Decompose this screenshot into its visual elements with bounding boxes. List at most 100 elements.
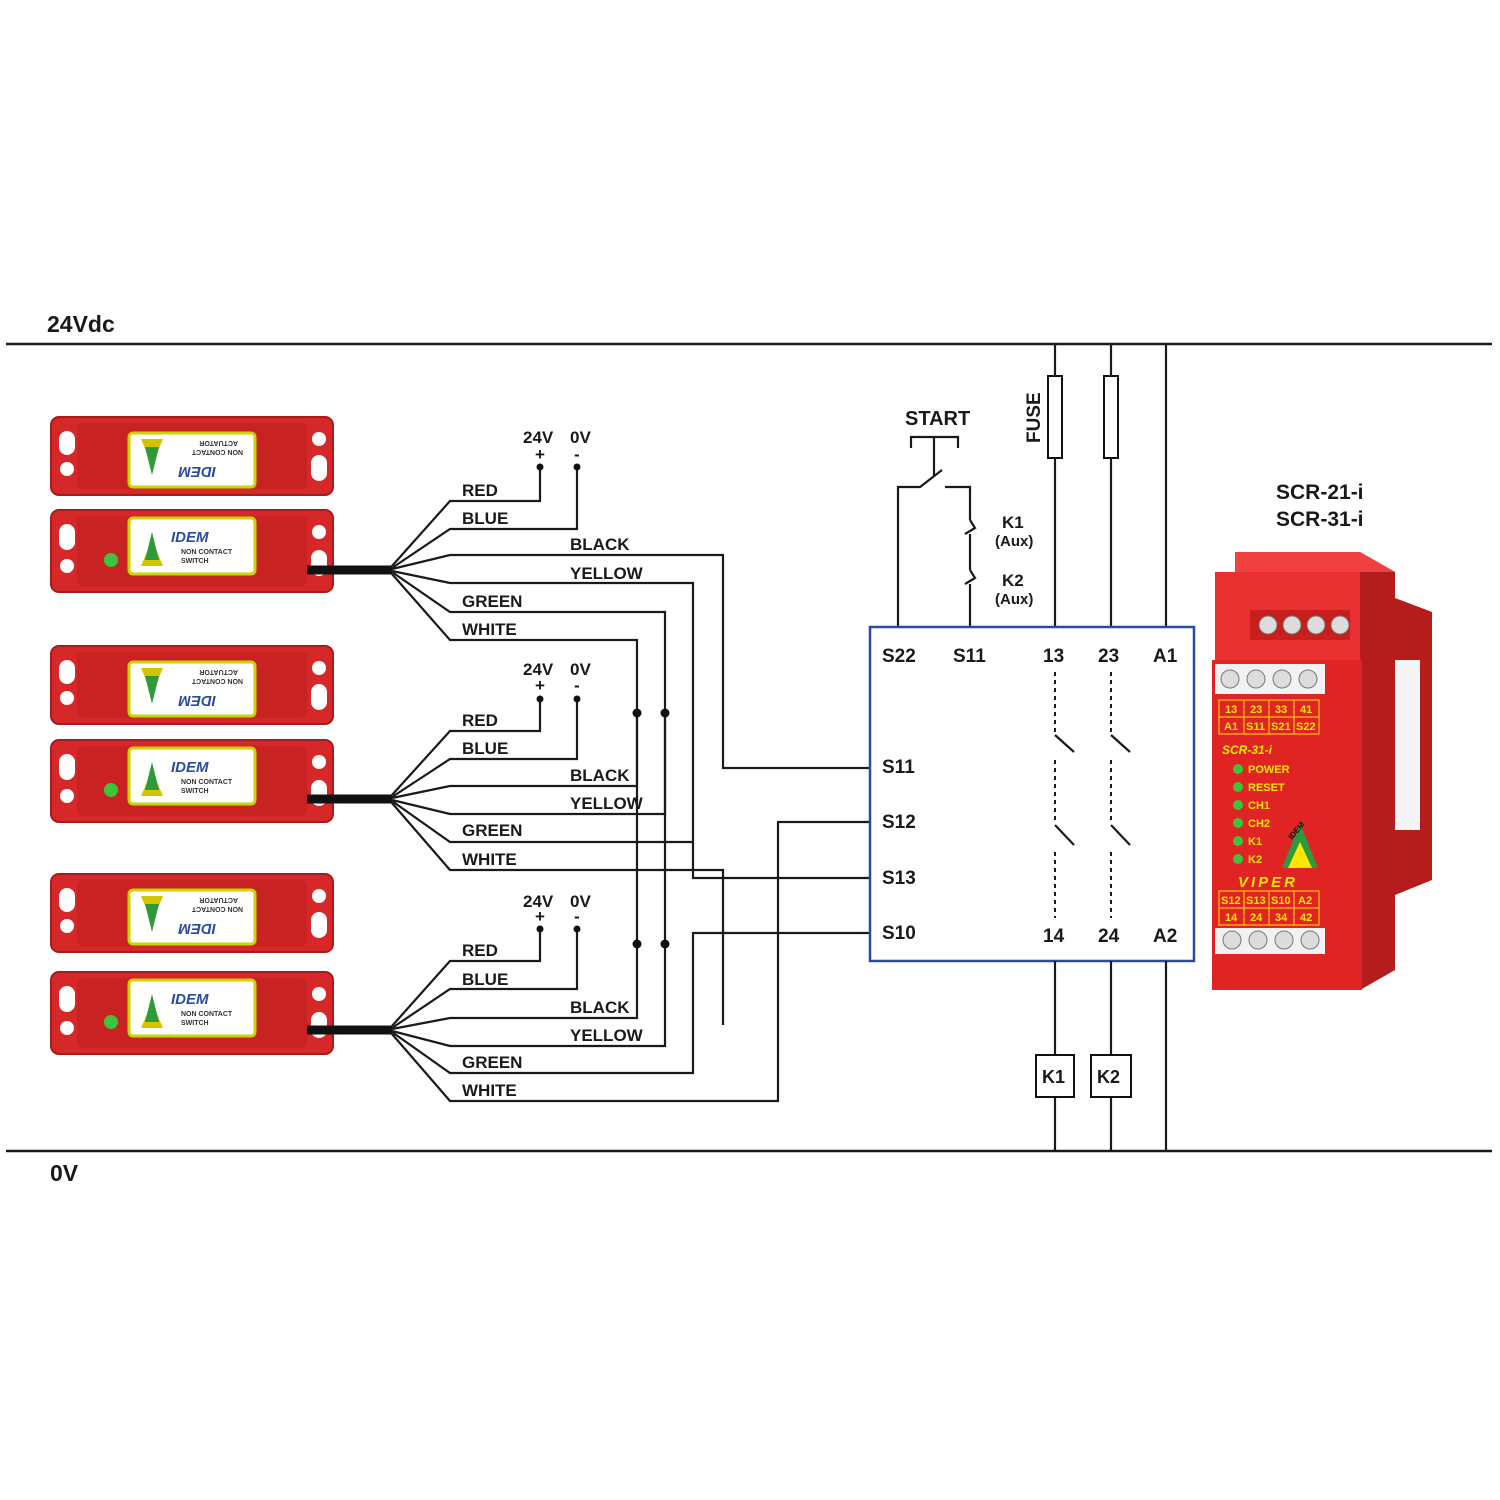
contactor-k1-label: K1: [1042, 1067, 1065, 1087]
relay-housing-top: [1235, 552, 1395, 572]
relay-top-terminal-grid: 13 23 33 41 A1 S11 S21 S22: [1218, 699, 1320, 735]
wire-3-blue: [391, 930, 579, 1029]
sensor-1-text2: SWITCH: [181, 558, 209, 565]
wire-1-blue: [391, 468, 579, 569]
junction-3-yellow: [660, 939, 670, 949]
wire-2-white-label: WHITE: [462, 850, 517, 869]
actuator-3-text1: NON CONTACT: [191, 905, 243, 912]
aux-k1-sub: (Aux): [995, 533, 1033, 550]
led-ch1-label: CH1: [1248, 800, 1270, 812]
wire-3-green: [391, 931, 870, 1075]
wire-3-black: [391, 944, 639, 1031]
relay-model-label: SCR-31-i: [1222, 743, 1273, 757]
actuator-3: IDEM NON CONTACT ACTUATOR: [49, 872, 335, 954]
relay-pin-s11: S11: [1246, 721, 1265, 733]
relay-brand: VIPER: [1238, 874, 1298, 891]
relay-box-outline: [868, 625, 1196, 963]
wire-3-black-label: BLACK: [570, 998, 630, 1017]
int-1-b: [1054, 734, 1075, 753]
wire-2-red: [391, 700, 542, 796]
wire-2-blue-label: BLUE: [462, 739, 508, 758]
wire-1-black-label: BLACK: [570, 535, 630, 554]
terminal-3-minus: [573, 925, 581, 933]
switch-group-3: IDEM NON CONTACT ACTUATOR IDEM NON CONTA…: [49, 820, 870, 1103]
supply-2-minus-sign: -: [574, 676, 580, 695]
sensor-2-brand: IDEM: [171, 759, 209, 776]
supply-1-plus-label: 24V: [523, 428, 554, 447]
screw-front-bottom-4: [1300, 930, 1320, 950]
junction-2-black: [632, 708, 642, 718]
led-reset-label: RESET: [1248, 782, 1285, 794]
actuator-1-text2: ACTUATOR: [199, 439, 238, 446]
led-k2: [1233, 854, 1243, 864]
wire-2-blue: [391, 700, 579, 798]
junction-2-yellow: [660, 708, 670, 718]
start-button-symbol: [909, 435, 960, 477]
start-circuit: START K1 (Aux) K2 (Aux): [896, 408, 1033, 627]
wire-2-black: [391, 713, 639, 800]
actuator-1: IDEM NON CONTACT ACTUATOR: [49, 415, 335, 497]
supply-2-plus-sign: +: [535, 676, 545, 695]
wire-3-white: [391, 820, 870, 1103]
sensor-2: IDEM NON CONTACT SWITCH: [49, 738, 335, 824]
product-model-1: SCR-21-i: [1276, 481, 1364, 504]
relay-top-a1: A1: [1153, 646, 1178, 667]
relay-pin-a2: A2: [1298, 895, 1312, 907]
sensor-3: IDEM NON CONTACT SWITCH: [49, 970, 335, 1056]
start-contact: [896, 469, 972, 627]
relay-leds: POWER RESET CH1 CH2 K1 K2: [1233, 764, 1290, 866]
wire-1-red-label: RED: [462, 481, 498, 500]
sensor-3-brand: IDEM: [171, 991, 209, 1008]
led-reset: [1233, 782, 1243, 792]
relay-pin-13: 13: [1225, 704, 1237, 716]
relay-pin-s22: S22: [1296, 721, 1316, 733]
screw-top-back-4: [1330, 615, 1350, 635]
supply-3-plus-label: 24V: [523, 892, 554, 911]
aux-k2-label: K2: [1002, 571, 1024, 590]
rail-bottom-label: 0V: [50, 1160, 79, 1186]
wire-1-green-label: GREEN: [462, 592, 522, 611]
relay-top-s22: S22: [882, 646, 916, 667]
product-relay-module: SCR-21-i SCR-31-i 13 23 33 41 A: [1212, 481, 1432, 990]
wire-1-yellow: [391, 569, 870, 880]
relay-top-23: 23: [1098, 646, 1119, 667]
fuse-1: [1047, 375, 1063, 459]
wire-3-yellow: [391, 944, 667, 1048]
sensor-1-brand: IDEM: [171, 529, 209, 546]
relay-pin-s10: S10: [1271, 895, 1291, 907]
relay-pin-33: 33: [1275, 704, 1287, 716]
actuator-1-brand: IDEM: [178, 463, 216, 480]
terminal-1-minus: [573, 463, 581, 471]
supply-1-plus-sign: +: [535, 445, 545, 464]
relay-bottom-14: 14: [1043, 926, 1065, 947]
wire-1-red: [391, 468, 542, 567]
wire-2-white: [391, 802, 725, 1025]
relay-top-s11: S11: [953, 646, 986, 667]
contactors: K1 K2: [1035, 961, 1168, 1151]
terminal-2-plus: [536, 695, 544, 703]
actuator-3-brand: IDEM: [178, 920, 216, 937]
int-1-d: [1054, 824, 1075, 846]
supply-3-minus-label: 0V: [570, 892, 591, 911]
led-ch1: [1233, 800, 1243, 810]
supply-3-plus-sign: +: [535, 907, 545, 926]
relay-pin-s21: S21: [1271, 721, 1291, 733]
actuator-2-text1: NON CONTACT: [191, 677, 243, 684]
led-k1: [1233, 836, 1243, 846]
screw-front-top-2: [1246, 669, 1266, 689]
relay-bottom-a2: A2: [1153, 926, 1177, 947]
actuator-2: IDEM NON CONTACT ACTUATOR: [49, 644, 335, 726]
relay-left-s11: S11: [882, 757, 915, 778]
switch-group-2: IDEM NON CONTACT ACTUATOR IDEM NON CONTA…: [49, 644, 725, 1025]
wire-2-yellow: [391, 713, 667, 816]
supply-1-minus-sign: -: [574, 445, 580, 464]
relay-pin-14: 14: [1225, 912, 1238, 924]
relay-left-s12: S12: [882, 812, 916, 833]
relay-side-label: [1395, 660, 1420, 830]
led-ch2-label: CH2: [1248, 818, 1270, 830]
sensor-2-text2: SWITCH: [181, 788, 209, 795]
relay-pin-s13: S13: [1246, 895, 1266, 907]
actuator-1-text1: NON CONTACT: [191, 448, 243, 455]
wire-2-black-label: BLACK: [570, 766, 630, 785]
fuse-2: [1103, 375, 1119, 459]
